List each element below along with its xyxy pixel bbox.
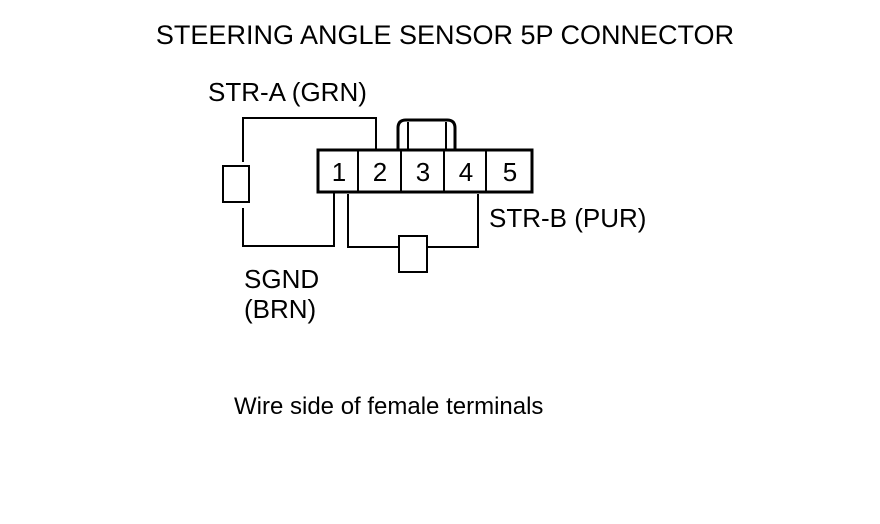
test-probe-bottom [398, 235, 428, 273]
pin-3-label: 3 [416, 157, 430, 187]
sgnd-wire [242, 192, 335, 247]
caption: Wire side of female terminals [234, 393, 543, 420]
str-b-label: STR-B (PUR) [489, 203, 646, 233]
pin-1-label: 1 [332, 157, 346, 187]
diagram-title: STEERING ANGLE SENSOR 5P CONNECTOR [156, 20, 734, 50]
str-a-label: STR-A (GRN) [208, 77, 367, 107]
pin-2-label: 2 [373, 157, 387, 187]
connector-latch [396, 118, 457, 150]
connector-body [316, 148, 534, 194]
sgnd-color-label: (BRN) [244, 294, 316, 324]
pin-4-label: 4 [459, 157, 473, 187]
test-probe-left [222, 165, 250, 203]
sgnd-label: SGND [244, 264, 319, 294]
str-b-wire [347, 194, 479, 248]
pin-5-label: 5 [503, 157, 517, 187]
str-a-wire [242, 117, 377, 162]
